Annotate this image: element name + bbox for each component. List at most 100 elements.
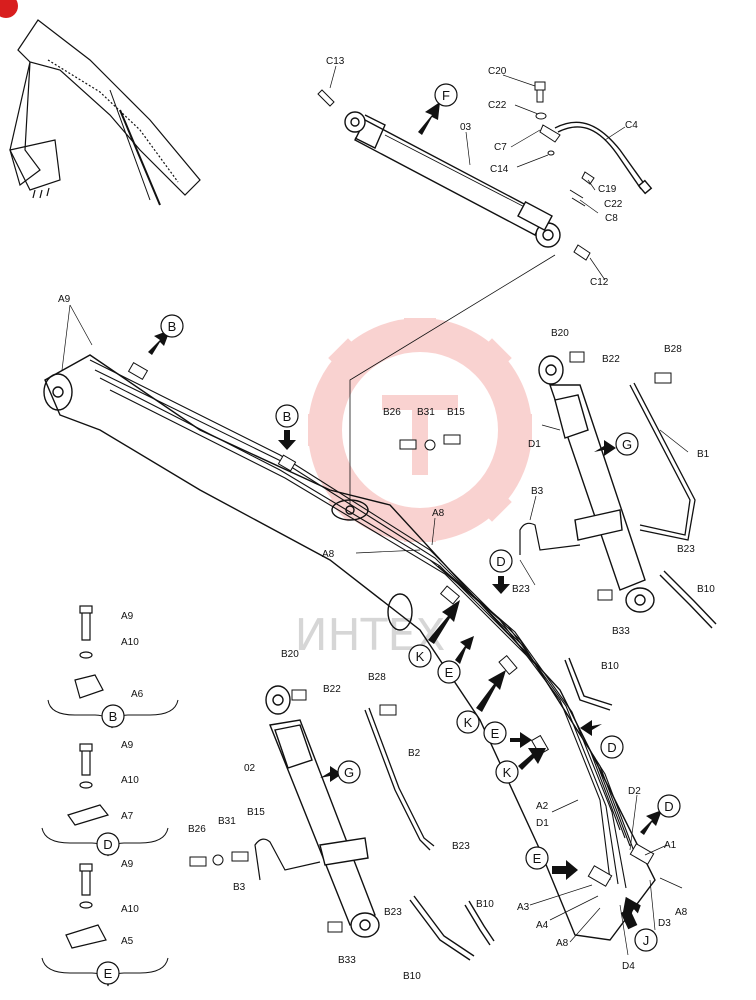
label-B10-left-2: B10 xyxy=(403,971,421,982)
label-B2: B2 xyxy=(408,748,421,759)
boom-cylinder-right-D1 xyxy=(538,355,655,613)
fitting-B3-left xyxy=(254,838,321,881)
svg-text:J: J xyxy=(643,933,650,948)
label-A8-2: A8 xyxy=(322,549,335,560)
callout-E: E xyxy=(96,961,120,985)
marker-G-left: G xyxy=(320,760,361,784)
fittings-B26-B31-B15-left xyxy=(189,689,397,933)
label-B10-mid: B10 xyxy=(601,661,619,672)
label-B28-left: B28 xyxy=(368,672,386,683)
label-D1-cyl: D1 xyxy=(528,439,541,450)
label-A8-3: A8 xyxy=(675,907,688,918)
label-A9-e: A9 xyxy=(121,859,134,870)
label-B22-left: B22 xyxy=(323,684,341,695)
svg-text:K: K xyxy=(416,649,425,664)
marker-E-3: E xyxy=(525,846,578,880)
label-B3-mid: B3 xyxy=(531,486,544,497)
corner-badge xyxy=(0,0,18,18)
label-B31-mid: B31 xyxy=(417,407,435,418)
fitting-C12 xyxy=(573,244,591,261)
label-D4: D4 xyxy=(622,961,635,972)
label-B33-left: B33 xyxy=(338,955,356,966)
marker-F: F xyxy=(418,83,458,135)
boom-cylinder-left-02 xyxy=(265,685,380,938)
label-B3-left: B3 xyxy=(233,882,246,893)
marker-G-right: G xyxy=(594,432,639,456)
view-markers: F B B G G D D xyxy=(148,83,681,952)
label-A10-d: A10 xyxy=(121,775,139,786)
marker-E-1: E xyxy=(437,636,474,684)
label-B22-right: B22 xyxy=(602,354,620,365)
callout-D: D xyxy=(96,832,120,856)
label-A10-e: A10 xyxy=(121,904,139,915)
svg-text:B: B xyxy=(283,409,292,424)
svg-text:D: D xyxy=(496,554,505,569)
excavator-thumbnail xyxy=(9,19,201,206)
label-A6: A6 xyxy=(131,689,144,700)
svg-text:E: E xyxy=(533,851,542,866)
label-B23-left: B23 xyxy=(452,841,470,852)
label-A8-1: A8 xyxy=(432,508,445,519)
label-D1-bottom: D1 xyxy=(536,818,549,829)
fitting-C20 xyxy=(534,81,546,103)
label-A10-b: A10 xyxy=(121,637,139,648)
boom xyxy=(43,354,656,941)
fitting-B3-right xyxy=(519,522,581,555)
fitting-C13 xyxy=(317,89,335,107)
label-C22: C22 xyxy=(488,100,507,111)
label-A1: A1 xyxy=(664,840,677,851)
pipe-B1 xyxy=(629,382,696,541)
label-B10-left: B10 xyxy=(476,899,494,910)
hose-B10-left xyxy=(409,895,495,961)
label-C20: C20 xyxy=(488,66,507,77)
marker-J: J xyxy=(620,896,658,952)
marker-E-2: E xyxy=(483,721,532,748)
boom-hydraulic-lines xyxy=(89,359,636,889)
label-03: 03 xyxy=(460,122,472,133)
arm-cylinder-03 xyxy=(344,111,561,248)
label-A4: A4 xyxy=(536,920,549,931)
detail-brackets xyxy=(41,699,179,987)
svg-text:K: K xyxy=(464,715,473,730)
label-B10-right: B10 xyxy=(697,584,715,595)
label-B26-mid: B26 xyxy=(383,407,401,418)
label-B23-right: B23 xyxy=(677,544,695,555)
label-B26-left: B26 xyxy=(188,824,206,835)
label-C8: C8 xyxy=(605,213,618,224)
label-B1: B1 xyxy=(697,449,710,460)
label-B23-mid: B23 xyxy=(512,584,530,595)
label-C14: C14 xyxy=(490,164,509,175)
label-B15-left: B15 xyxy=(247,807,265,818)
label-A3: A3 xyxy=(517,902,530,913)
fittings-B26-B31-B15-right xyxy=(399,351,672,601)
marker-K-3: K xyxy=(495,748,546,784)
svg-text:D: D xyxy=(103,837,112,852)
label-A9-b: A9 xyxy=(121,611,134,622)
part-labels: C13 C20 C22 C4 C7 03 C14 C19 C22 C8 C12 … xyxy=(58,56,715,982)
label-B31-left: B31 xyxy=(218,816,236,827)
fitting-C19-C8 xyxy=(569,171,595,207)
svg-text:E: E xyxy=(445,665,454,680)
label-D2: D2 xyxy=(628,786,641,797)
label-C13: C13 xyxy=(326,56,345,67)
detail-view-E xyxy=(65,863,107,949)
label-C4: C4 xyxy=(625,120,638,131)
label-A8-4: A8 xyxy=(556,938,569,949)
label-B28-right: B28 xyxy=(664,344,682,355)
label-B15-mid: B15 xyxy=(447,407,465,418)
marker-B-top: B xyxy=(148,314,184,355)
label-B20-left: B20 xyxy=(281,649,299,660)
label-C12: C12 xyxy=(590,277,609,288)
label-A5: A5 xyxy=(121,936,134,947)
detail-view-B xyxy=(74,605,104,699)
label-A9-top: A9 xyxy=(58,294,71,305)
label-D3: D3 xyxy=(658,918,671,929)
boom-clamps xyxy=(127,361,655,887)
svg-text:B: B xyxy=(109,709,118,724)
leader-lines xyxy=(61,65,689,956)
marker-K-1: K xyxy=(408,600,460,668)
hose-B10-right xyxy=(564,570,717,711)
label-B33-right: B33 xyxy=(612,626,630,637)
label-02: 02 xyxy=(244,763,256,774)
